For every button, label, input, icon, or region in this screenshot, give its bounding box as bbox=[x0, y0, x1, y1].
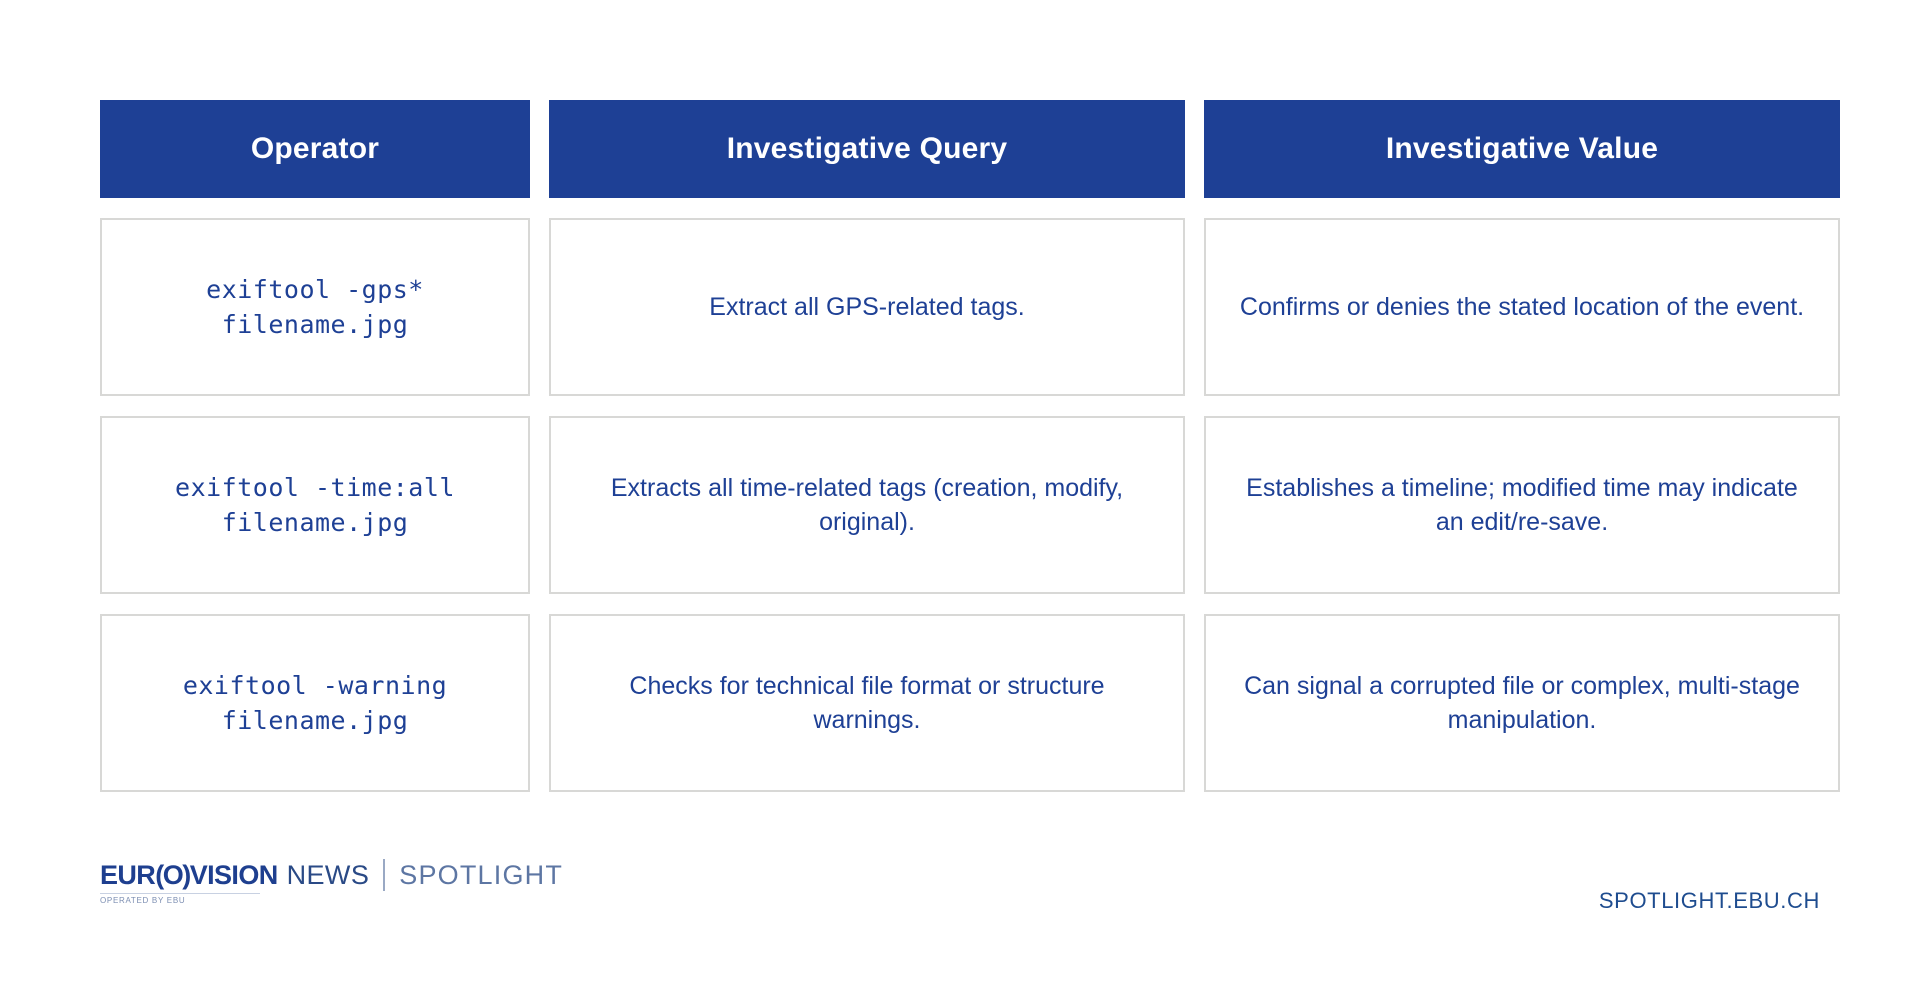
logo-wordmark-row: EUR (O) VISION NEWS SPOTLIGHT bbox=[100, 859, 564, 891]
table-header-investigative-value: Investigative Value bbox=[1204, 100, 1840, 198]
table-row: exiftool -time:all filename.jpg bbox=[100, 416, 530, 594]
investigative-value-text: Can signal a corrupted file or complex, … bbox=[1244, 672, 1800, 734]
table-row: Confirms or denies the stated location o… bbox=[1204, 218, 1840, 396]
investigative-query-text: Checks for technical file format or stru… bbox=[629, 672, 1105, 734]
site-url-label: SPOTLIGHT.EBU.CH bbox=[1598, 888, 1820, 913]
logo-spotlight-label: SPOTLIGHT bbox=[399, 859, 564, 890]
operators-table: Operator Investigative Query Investigati… bbox=[100, 100, 1840, 792]
table-row: Can signal a corrupted file or complex, … bbox=[1204, 614, 1840, 792]
column-header-label: Operator bbox=[250, 132, 380, 165]
column-header-label: Investigative Value bbox=[1385, 132, 1659, 165]
investigative-query-text: Extract all GPS-related tags. bbox=[709, 293, 1025, 321]
table-row: exiftool -warning filename.jpg bbox=[100, 614, 530, 792]
table-header-operator: Operator bbox=[100, 100, 530, 198]
table-row: Extract all GPS-related tags. bbox=[549, 218, 1185, 396]
operator-command: exiftool -warning filename.jpg bbox=[182, 670, 448, 736]
logo-news-label: NEWS bbox=[286, 859, 370, 890]
logo-brand-paren: (O) bbox=[155, 859, 191, 890]
table-header-investigative-query: Investigative Query bbox=[549, 100, 1185, 198]
investigative-value-text: Establishes a timeline; modified time ma… bbox=[1246, 474, 1798, 536]
eurovision-wordmark: EUR (O) VISION bbox=[100, 860, 278, 891]
logo-divider bbox=[383, 859, 386, 891]
logo-operated-by-label: OPERATED BY EBU bbox=[100, 893, 260, 905]
slide-footer: EUR (O) VISION NEWS SPOTLIGHT OPERATED B… bbox=[0, 840, 1920, 1000]
logo-brand-post: VISION bbox=[189, 859, 279, 890]
logo-brand-pre: EUR bbox=[100, 859, 156, 890]
investigative-query-text: Extracts all time-related tags (creation… bbox=[610, 474, 1124, 536]
table-row: Checks for technical file format or stru… bbox=[549, 614, 1185, 792]
table-row: Establishes a timeline; modified time ma… bbox=[1204, 416, 1840, 594]
table-row: exiftool -gps* filename.jpg bbox=[100, 218, 530, 396]
operator-command: exiftool -gps* filename.jpg bbox=[206, 274, 424, 340]
investigative-value-text: Confirms or denies the stated location o… bbox=[1239, 293, 1805, 321]
table-row: Extracts all time-related tags (creation… bbox=[549, 416, 1185, 594]
operator-command: exiftool -time:all filename.jpg bbox=[175, 472, 455, 538]
column-header-label: Investigative Query bbox=[726, 132, 1008, 165]
eurovision-news-spotlight-logo: EUR (O) VISION NEWS SPOTLIGHT OPERATED B… bbox=[100, 859, 564, 905]
